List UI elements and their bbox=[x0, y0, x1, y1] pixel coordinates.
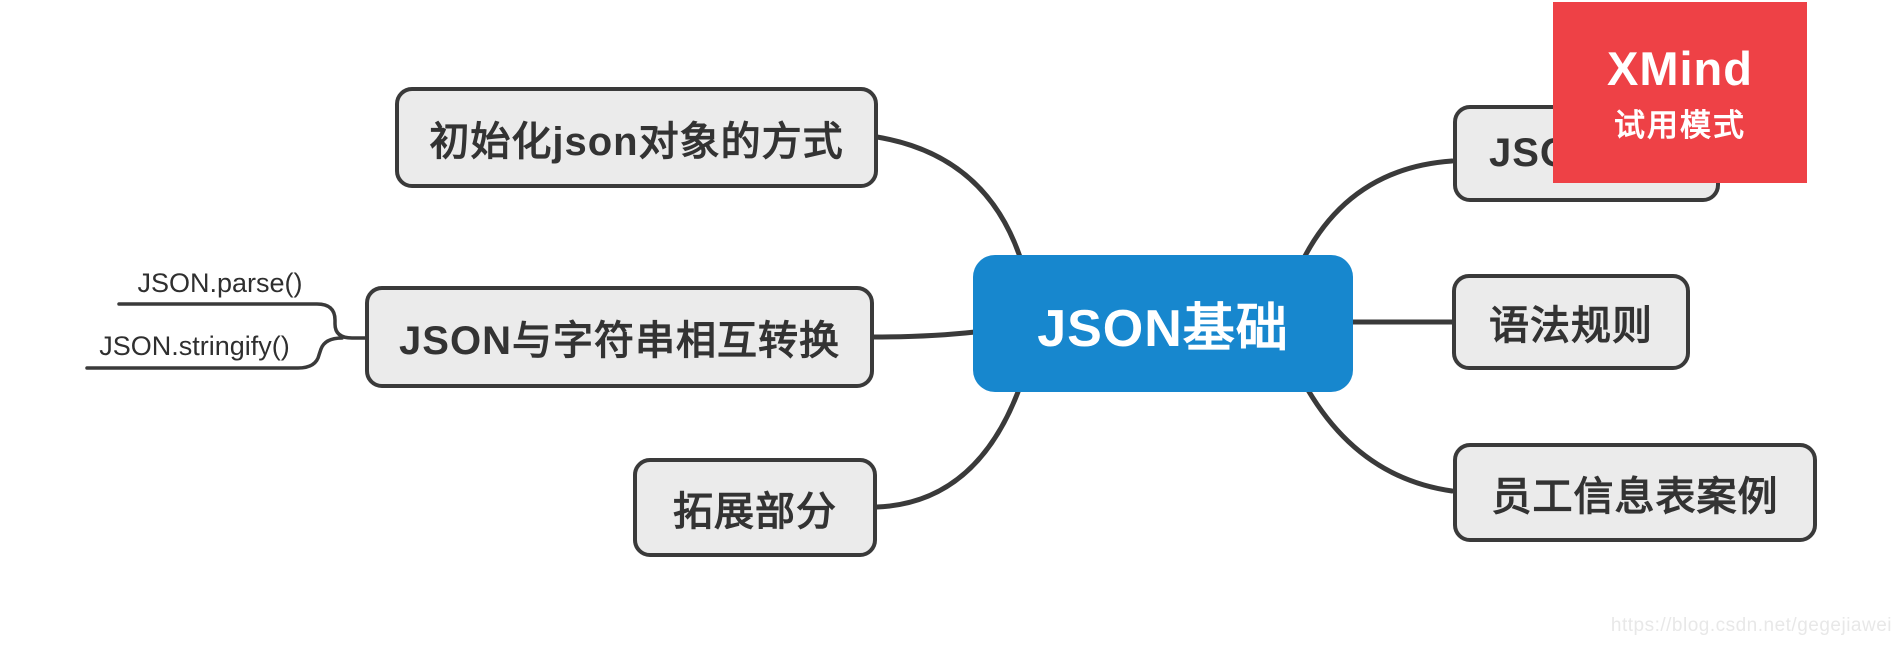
topic-init-json-object[interactable]: 初始化json对象的方式 bbox=[395, 87, 878, 188]
root-topic-json-basics[interactable]: JSON基础 bbox=[973, 255, 1353, 392]
topic-label: 语法规则 bbox=[1489, 304, 1653, 348]
topic-label: JSON与字符串相互转换 bbox=[399, 319, 840, 363]
topic-json-string-conversion[interactable]: JSON与字符串相互转换 bbox=[365, 286, 874, 388]
underline-json-stringify bbox=[85, 336, 344, 370]
connector-root-to-top-right bbox=[1302, 158, 1455, 259]
topic-syntax-rules[interactable]: 语法规则 bbox=[1452, 274, 1690, 370]
subtopic-json-stringify[interactable]: JSON.stringify() bbox=[82, 331, 307, 362]
connector-root-to-top-left bbox=[874, 134, 1023, 260]
csdn-url-watermark: https://blog.csdn.net/gegejiawei bbox=[1610, 615, 1892, 636]
trial-mode-label: 试用模式 bbox=[1614, 107, 1746, 143]
subtopic-label-text: JSON.stringify() bbox=[99, 331, 290, 361]
underline-json-parse bbox=[117, 302, 369, 340]
topic-label: 员工信息表案例 bbox=[1491, 474, 1779, 519]
subtopic-label-text: JSON.parse() bbox=[137, 268, 303, 298]
topic-employee-table-example[interactable]: 员工信息表案例 bbox=[1453, 443, 1817, 542]
connector-root-to-bottom-left bbox=[874, 389, 1021, 510]
root-topic-label: JSON基础 bbox=[1037, 300, 1289, 358]
subtopic-json-parse[interactable]: JSON.parse() bbox=[115, 268, 325, 299]
xmind-logo-text: XMind bbox=[1607, 41, 1753, 95]
topic-label: 拓展部分 bbox=[673, 489, 837, 534]
connector-root-to-middle-left bbox=[871, 329, 978, 340]
xmind-trial-watermark: XMind 试用模式 bbox=[1553, 2, 1807, 183]
topic-label: 初始化json对象的方式 bbox=[429, 119, 844, 164]
connector-root-to-bottom-right bbox=[1305, 387, 1455, 494]
topic-extension-part[interactable]: 拓展部分 bbox=[633, 458, 877, 557]
